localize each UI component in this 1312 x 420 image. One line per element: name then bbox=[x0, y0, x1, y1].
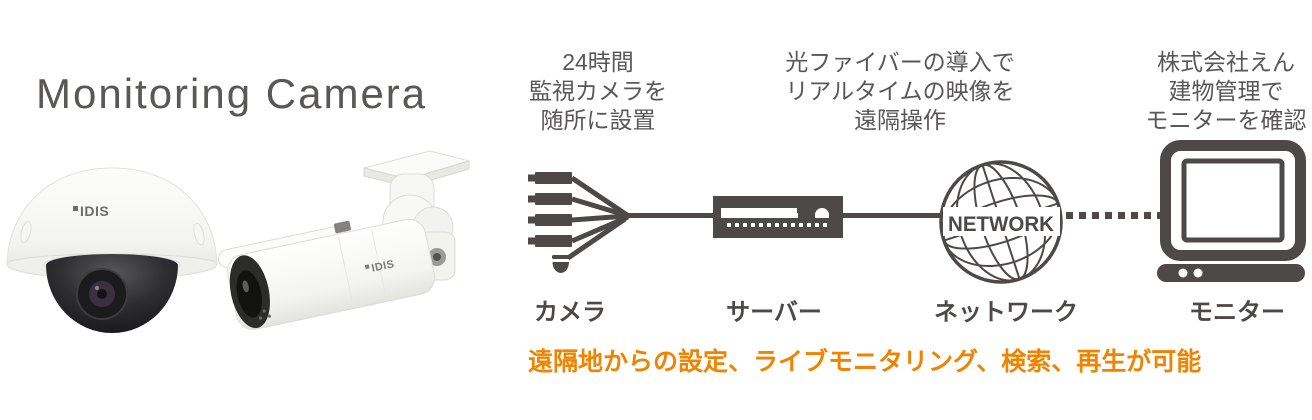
caption-monitor: 株式会社えん 建物管理で モニターを確認 bbox=[1146, 48, 1307, 135]
globe-label: NETWORK bbox=[948, 213, 1054, 236]
server-led bbox=[759, 223, 763, 227]
ir-led-1 bbox=[262, 309, 266, 313]
caption-line: 株式会社えん bbox=[1157, 49, 1295, 75]
connector-network-monitor-dotted bbox=[1066, 212, 1163, 219]
dome-side-vent-right bbox=[193, 222, 205, 246]
dome-side-vent-left bbox=[20, 220, 32, 244]
caption-line: 遠隔操作 bbox=[853, 107, 946, 133]
server-drive-slot-step bbox=[789, 213, 798, 218]
monitor-base bbox=[1157, 264, 1305, 282]
caption-line: 建物管理で bbox=[1168, 78, 1284, 104]
bracket-screw-center bbox=[433, 253, 441, 261]
connector-server-network bbox=[841, 213, 941, 218]
network-globe-icon: NETWORK bbox=[939, 160, 1063, 284]
caption-line: 光ファイバーの導入で bbox=[785, 49, 1015, 75]
server-led bbox=[767, 223, 771, 227]
server-button bbox=[815, 208, 829, 218]
caption-line: 随所に設置 bbox=[540, 107, 656, 133]
server-drive-slot bbox=[721, 208, 797, 218]
idis-logo-mark bbox=[73, 206, 78, 211]
page-title: Monitoring Camera bbox=[36, 70, 428, 117]
caption-server-network: 光ファイバーの導入で リアルタイムの映像を 遠隔操作 bbox=[785, 48, 1015, 135]
caption-line: 監視カメラを bbox=[529, 78, 667, 104]
front-lens bbox=[236, 270, 263, 318]
ir-led-2 bbox=[258, 316, 263, 320]
capability-note: 遠隔地からの設定、ライブモニタリング、検索、再生が可能 bbox=[528, 348, 1202, 376]
server-led bbox=[799, 223, 803, 227]
server-led bbox=[751, 223, 755, 227]
caption-line: リアルタイムの映像を bbox=[785, 78, 1015, 104]
server-led bbox=[783, 223, 787, 227]
top-screw bbox=[333, 220, 351, 234]
node-label-monitor: モニター bbox=[1189, 299, 1285, 326]
monitor-icon bbox=[1157, 140, 1306, 282]
body-seam-1 bbox=[337, 235, 354, 307]
monitor-screen bbox=[1181, 158, 1285, 243]
node-label-network: ネットワーク bbox=[934, 299, 1078, 326]
idis-logo-text-2: IDIS bbox=[371, 258, 396, 275]
server-led bbox=[743, 223, 747, 227]
server-led bbox=[775, 223, 779, 227]
caption-camera: 24時間 監視カメラを 随所に設置 bbox=[529, 48, 667, 135]
monitor-base-dot bbox=[1193, 268, 1203, 278]
dome-lens-glint bbox=[95, 286, 99, 290]
connector-camera-server bbox=[658, 213, 716, 218]
server-led bbox=[815, 223, 819, 227]
server-icon bbox=[713, 196, 843, 238]
lens-glint bbox=[242, 280, 249, 293]
dome-housing bbox=[6, 167, 218, 265]
bullet-camera-image: IDIS bbox=[218, 150, 471, 330]
monitor-base-dot bbox=[1178, 268, 1188, 278]
server-led bbox=[823, 223, 827, 227]
caption-line: 24時間 bbox=[562, 49, 634, 75]
idis-logo-text: IDIS bbox=[80, 203, 109, 219]
server-led bbox=[791, 223, 795, 227]
server-led bbox=[727, 223, 731, 227]
dome-lens-center bbox=[97, 289, 107, 299]
node-label-camera: カメラ bbox=[534, 299, 606, 326]
node-label-server: サーバー bbox=[726, 299, 822, 326]
camera-cluster-icon bbox=[528, 172, 665, 273]
server-led bbox=[807, 223, 811, 227]
ir-led-3 bbox=[267, 314, 271, 318]
server-led bbox=[735, 223, 739, 227]
globe-label-band bbox=[943, 207, 1060, 236]
caption-line: モニターを確認 bbox=[1145, 107, 1307, 133]
body-seam-2 bbox=[370, 228, 387, 300]
dome-camera-image: IDIS bbox=[6, 167, 218, 333]
idis-logo-mark-2 bbox=[364, 264, 370, 270]
